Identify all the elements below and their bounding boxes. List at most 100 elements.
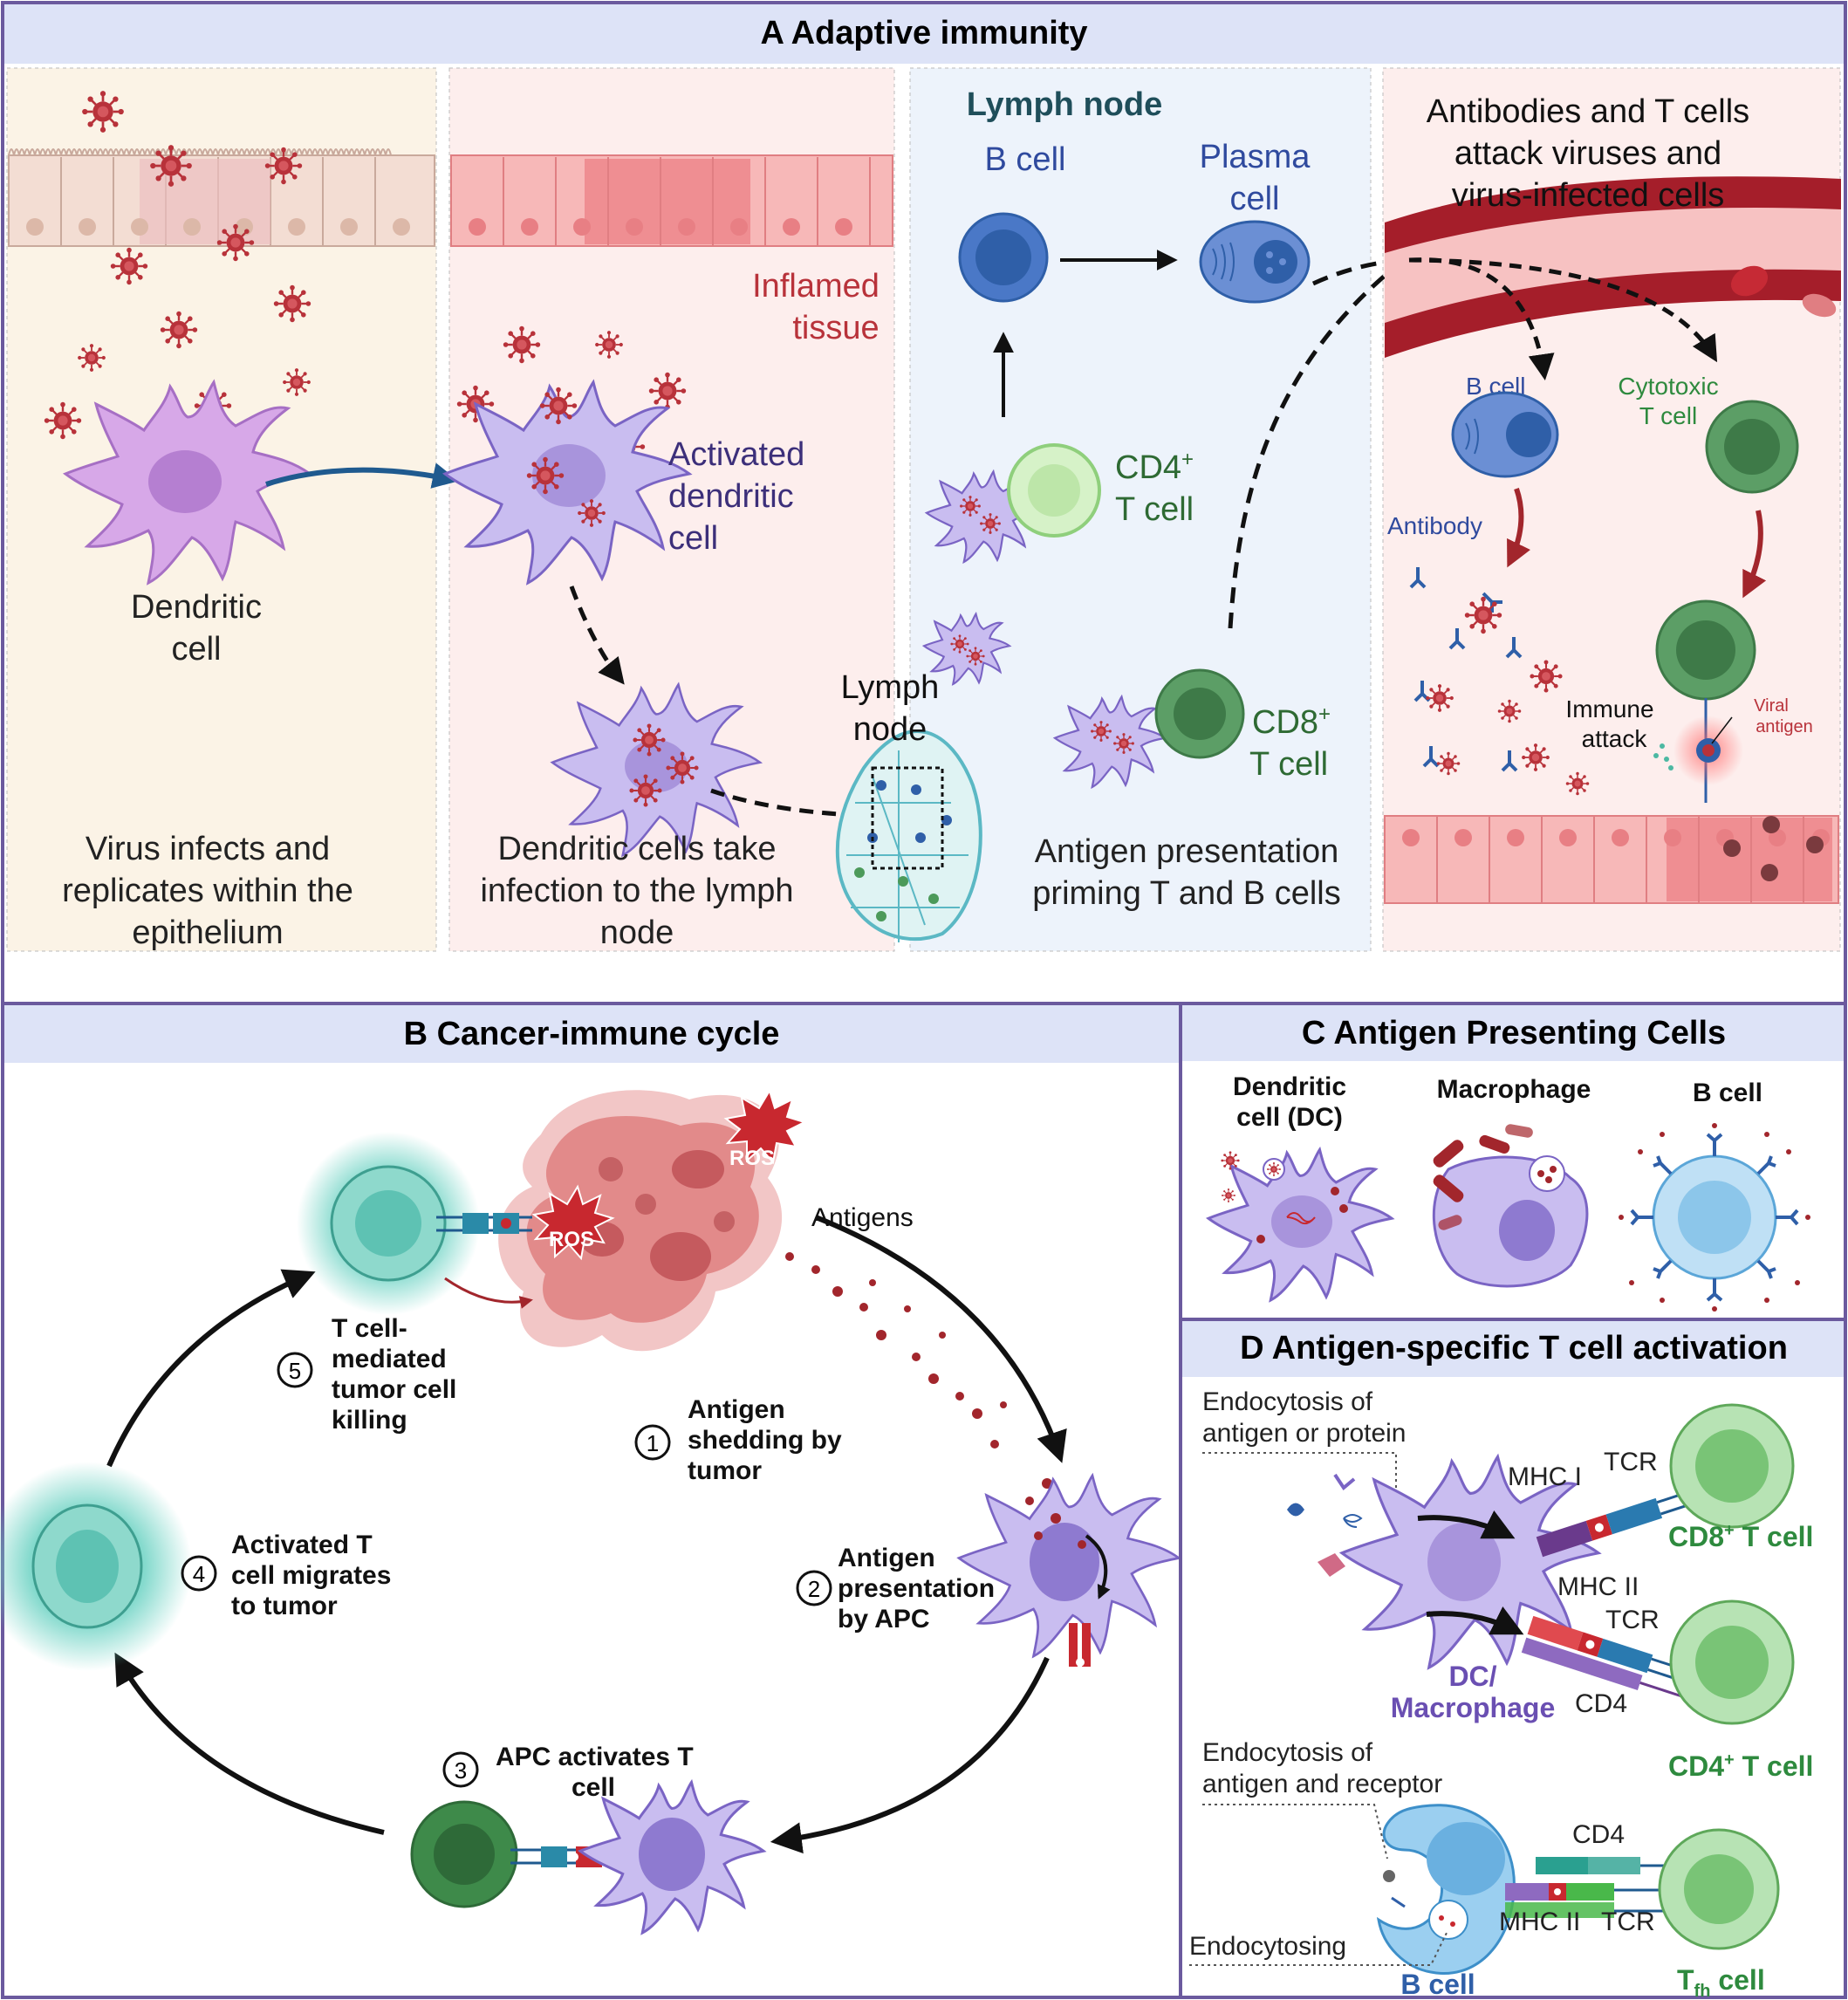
svg-text:Lymph: Lymph [841, 669, 940, 706]
cycle-arrow-2-to-3 [770, 1656, 1050, 1854]
svg-text:5: 5 [289, 1358, 301, 1384]
cd8-t-cell-label: T cell [1249, 746, 1328, 783]
cd8-label: CD8+ [1252, 702, 1331, 741]
viral-antigen-label: Viral antigen [1754, 696, 1813, 736]
svg-text:tissue: tissue [792, 310, 879, 346]
lymph-node-organ [835, 729, 982, 942]
apc-t-synapse [410, 1781, 765, 1935]
svg-text:node: node [853, 711, 927, 748]
cd4-t-cell-label: T cell [1115, 491, 1194, 528]
svg-text:3: 3 [455, 1757, 467, 1784]
ros-burst-2: ROS [531, 1184, 615, 1261]
dash-to-cytotoxic [1408, 257, 1718, 363]
endocytosis-label-2: Endocytosis of antigen and receptor [1202, 1738, 1442, 1798]
cd8-to-attack-dash [1228, 264, 1398, 629]
inflamed-epithelium [450, 154, 893, 247]
ros-label-1: ROS [729, 1147, 775, 1170]
activated-t-cell [0, 1462, 192, 1671]
immune-attack-label: Immune attack [1565, 695, 1653, 752]
ros-burst-1: ROS [723, 1088, 807, 1170]
panel-a: A Adaptive immunity [1, 1, 1847, 1005]
svg-text:1: 1 [647, 1430, 659, 1456]
antigen-dots [785, 1252, 1078, 1523]
svg-text:replicates within the: replicates within the [62, 873, 353, 909]
svg-text:cell migrates: cell migrates [231, 1561, 391, 1590]
cd8-t-cell-d [1669, 1403, 1795, 1529]
b-cell-lymph [958, 212, 1049, 303]
svg-text:tumor: tumor [688, 1456, 762, 1485]
cd4-label: CD4+ [1115, 448, 1194, 486]
attacking-t-cell [1655, 599, 1756, 803]
svg-text:Activated: Activated [668, 436, 804, 473]
antibody-release-arrow [1507, 488, 1531, 568]
svg-text:cell: cell [1229, 181, 1279, 217]
svg-text:Endocytosis of: Endocytosis of [1202, 1387, 1373, 1416]
svg-text:presentation: presentation [838, 1574, 995, 1603]
apc-cell [957, 1474, 1181, 1667]
dendritic-cell-migrating [551, 683, 762, 857]
endocytosis-label-1: Endocytosis of antigen or protein [1202, 1387, 1407, 1448]
panel-d: D Antigen-specific T cell activation End… [1179, 1318, 1847, 2000]
svg-text:cell: cell [668, 520, 718, 557]
svg-text:Antibodies and T cells: Antibodies and T cells [1427, 93, 1749, 130]
panel-d-title: D Antigen-specific T cell activation [1240, 1330, 1788, 1366]
svg-text:priming T and B cells: priming T and B cells [1032, 875, 1340, 912]
svg-text:to tumor: to tumor [231, 1592, 338, 1620]
step-4: 4 Activated T cell migrates to tumor [181, 1531, 391, 1620]
tfh-cell [1658, 1828, 1780, 1950]
attack-title: Antibodies and T cells attack viruses an… [1427, 93, 1749, 214]
inflamed-tissue-label: Inflamed tissue [752, 268, 880, 346]
svg-text:DC/: DC/ [1448, 1661, 1496, 1692]
t-cell-attack-arrow [1742, 510, 1767, 599]
svg-text:2: 2 [808, 1576, 820, 1602]
plasma-cell-label: Plasma cell [1200, 139, 1311, 217]
svg-text:by APC: by APC [838, 1605, 930, 1634]
svg-text:4: 4 [193, 1561, 205, 1587]
svg-text:Antigen: Antigen [838, 1544, 935, 1572]
panel-c-title: C Antigen Presenting Cells [1302, 1015, 1726, 1051]
t-cell-killing [297, 1132, 532, 1315]
dc-macrophage [1340, 1455, 1600, 1669]
cycle-arrow-4-to-5 [106, 1269, 316, 1468]
dendritic-cell-label-2: cell [171, 631, 221, 668]
apc-b-cell-label: B cell [1693, 1079, 1762, 1107]
caption-1: Virus infects and replicates within the … [62, 831, 353, 951]
endocytosis-pointer-2 [1202, 1804, 1388, 1860]
antigens-label: Antigens [811, 1203, 914, 1232]
dc-label: Dendritic cell (DC) [1233, 1072, 1346, 1132]
mhc-i-label: MHC I [1508, 1462, 1582, 1491]
cd4-label-d: CD4 [1575, 1689, 1627, 1718]
ros-label-2: ROS [549, 1228, 594, 1251]
svg-text:Viral: Viral [1754, 696, 1789, 716]
cycle-arrow-3-to-4 [114, 1652, 385, 1835]
svg-text:infection to the lymph: infection to the lymph [480, 873, 793, 909]
svg-text:APC activates T: APC activates T [496, 1743, 694, 1771]
tumor-mass [498, 1090, 783, 1352]
svg-text:virus-infected cells: virus-infected cells [1452, 177, 1725, 214]
cytotoxic-granules [1653, 743, 1673, 771]
svg-text:Antigen: Antigen [688, 1395, 785, 1424]
endocytosis-arrow-2 [1426, 1606, 1524, 1635]
cytotoxic-label: Cytotoxic T cell [1618, 373, 1718, 429]
svg-text:cell (DC): cell (DC) [1236, 1103, 1343, 1132]
dendritic-cell-label: Dendritic [131, 589, 262, 626]
cd4-t-cell [925, 443, 1101, 564]
mhc-ii-label: MHC II [1557, 1572, 1639, 1601]
svg-text:attack: attack [1582, 725, 1648, 752]
svg-text:antigen: antigen [1756, 717, 1813, 736]
panel-a-title: A Adaptive immunity [760, 15, 1087, 51]
panel-c: C Antigen Presenting Cells Dendritic cel… [1179, 1002, 1847, 1321]
step-1: 1 Antigen shedding by tumor [634, 1395, 842, 1485]
step-5: 5 T cell- mediated tumor cell killing [277, 1314, 456, 1435]
svg-text:Inflamed: Inflamed [752, 268, 880, 305]
cycle-arrow-1-to-2 [814, 1215, 1067, 1463]
svg-text:attack viruses and: attack viruses and [1454, 135, 1721, 172]
cd4-t-cell-d-label: CD4+ T cell [1668, 1750, 1813, 1782]
mhc-ii-tcr-complex [1521, 1615, 1690, 1698]
tcr-label-3: TCR [1601, 1908, 1655, 1936]
infected-epithelium [1384, 815, 1839, 904]
lymph-node-label: Lymph node [841, 669, 940, 748]
blood-vessel [1385, 176, 1841, 358]
antibody-label: Antibody [1387, 512, 1482, 539]
